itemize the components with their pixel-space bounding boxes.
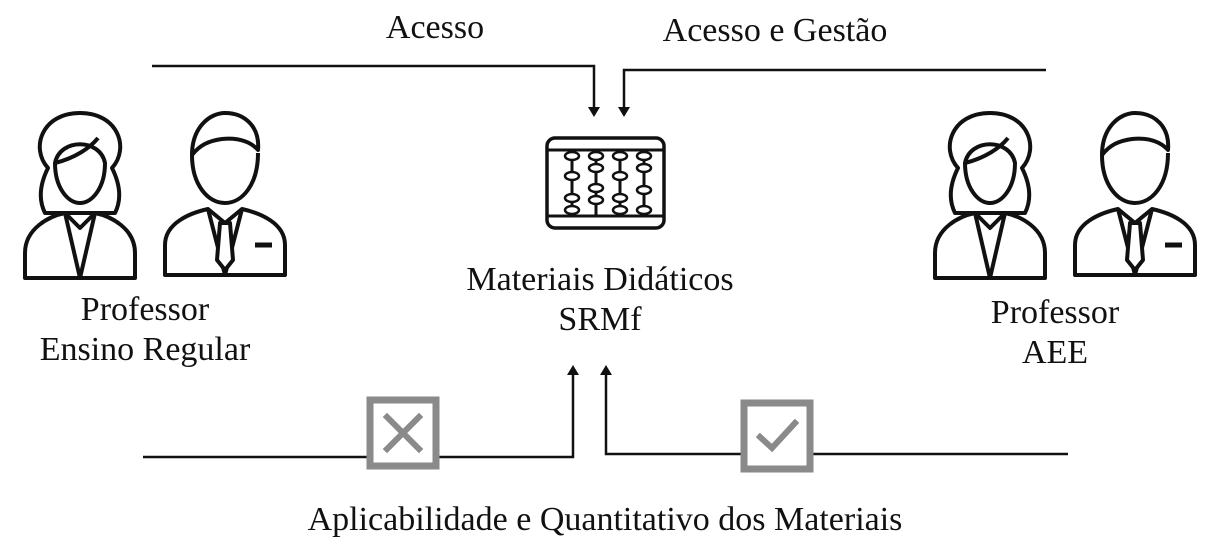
applicability-caption: Aplicabilidade e Quantitativo dos Materi… xyxy=(307,501,903,538)
access-label: Acesso xyxy=(385,9,485,46)
applicability-right-connector xyxy=(600,365,1068,456)
teacher-aee-line1: Professor xyxy=(990,294,1120,331)
cross-box-icon xyxy=(366,396,440,470)
female-teacher-icon xyxy=(933,111,1047,280)
male-teacher-icon xyxy=(1075,113,1195,275)
teacher-aee-line2: AEE xyxy=(1021,334,1089,371)
teacher-regular-label: Professor Ensino Regular xyxy=(0,290,290,370)
male-teacher-icon xyxy=(165,113,285,275)
access-management-label: Acesso e Gestão xyxy=(662,12,888,49)
teacher-aee-label: Professor AEE xyxy=(930,293,1180,373)
materials-label-line1: Materiais Didáticos xyxy=(466,261,734,298)
materials-label-line2: SRMf xyxy=(558,301,642,338)
access-connector xyxy=(152,64,600,117)
abacus-icon xyxy=(545,136,666,230)
applicability-left-connector xyxy=(143,365,579,459)
check-box-icon xyxy=(740,399,814,473)
teacher-regular-line1: Professor xyxy=(80,291,210,328)
female-teacher-icon xyxy=(23,111,137,280)
access-management-connector xyxy=(618,68,1046,117)
materials-label: Materiais Didáticos SRMf xyxy=(420,260,780,340)
teacher-regular-line2: Ensino Regular xyxy=(39,331,251,368)
